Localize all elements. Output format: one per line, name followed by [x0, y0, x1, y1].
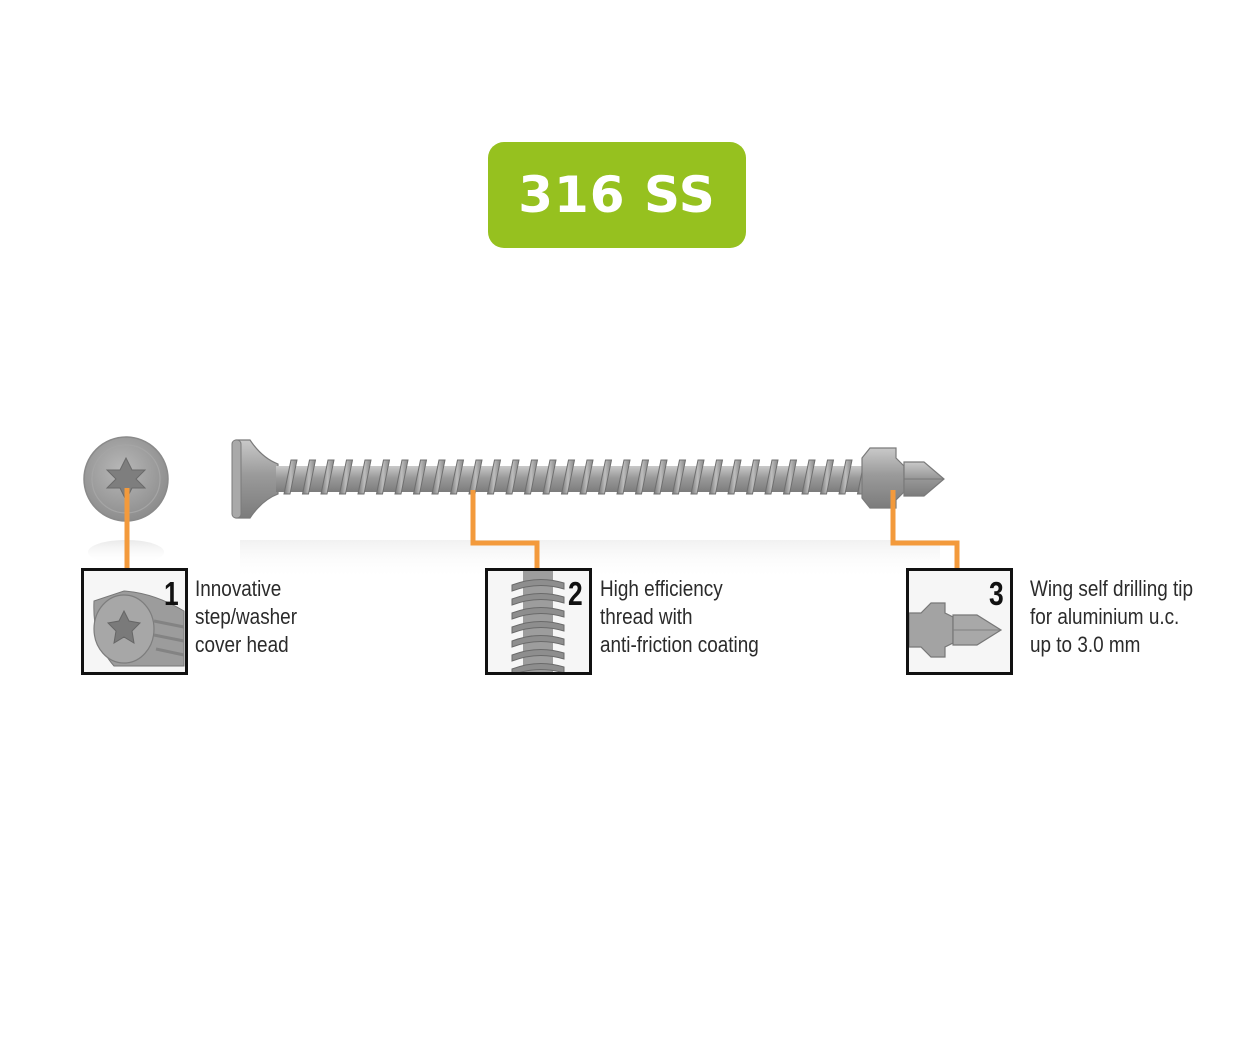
thread-detail-crest: [511, 579, 565, 592]
thread-detail-crest: [511, 607, 565, 620]
thread-crest: [671, 459, 687, 495]
thread-crest: [560, 459, 576, 495]
thread-crest: [838, 459, 853, 495]
thread-crest: [653, 459, 668, 495]
thread-detail-icon: [511, 571, 565, 672]
thread-detail-crest: [511, 663, 565, 672]
thread-crest: [394, 459, 409, 495]
drill-tip-icon: [909, 602, 1003, 658]
thread-crest: [819, 459, 835, 495]
material-badge-label: 316 SS: [518, 166, 716, 224]
thread-crest: [616, 459, 631, 495]
head-detail-icon: [93, 590, 185, 667]
thread-crest: [597, 459, 613, 495]
thread-crest: [801, 459, 816, 495]
detail-box-thread: 2: [485, 568, 592, 675]
feature-caption-1: Innovative step/washer cover head: [195, 575, 297, 659]
caption-line: for aluminium u.c.: [1030, 604, 1180, 629]
leader-line-3: [890, 490, 960, 590]
caption-line: up to 3.0 mm: [1030, 632, 1141, 657]
caption-line: anti-friction coating: [600, 632, 759, 657]
caption-line: Innovative: [195, 576, 282, 601]
thread-detail-crest: [511, 593, 565, 606]
thread-crest: [542, 459, 557, 495]
thread-crest: [486, 459, 502, 495]
detail-box-tip: 3: [906, 568, 1013, 675]
thread-crest: [727, 459, 742, 495]
detail-box-head: 1: [81, 568, 188, 675]
feature-number-1: 1: [164, 575, 179, 612]
material-badge: 316 SS: [488, 142, 746, 248]
feature-caption-3: Wing self drilling tip for aluminium u.c…: [1030, 575, 1193, 659]
thread-crest: [782, 459, 798, 495]
thread-crest: [320, 459, 335, 495]
thread-crest: [708, 459, 724, 495]
screw-icon: [231, 439, 945, 519]
thread-crest: [634, 459, 650, 495]
feature-number-2: 2: [568, 575, 583, 612]
caption-line: High efficiency: [600, 576, 723, 601]
thread-crest: [579, 459, 594, 495]
thread-crest: [412, 459, 428, 495]
thread-detail-crest: [511, 635, 565, 648]
thread-crest: [764, 459, 779, 495]
thread-crest: [745, 459, 761, 495]
thread-crest: [505, 459, 520, 495]
feature-number-3: 3: [989, 575, 1004, 612]
thread-crest: [523, 459, 539, 495]
thread-crest: [375, 459, 391, 495]
caption-line: thread with: [600, 604, 693, 629]
thread-crest: [690, 459, 705, 495]
thread-crest: [283, 459, 298, 495]
caption-line: cover head: [195, 632, 289, 657]
leader-line-2: [470, 490, 540, 588]
thread-crest: [338, 459, 354, 495]
thread-crest: [357, 459, 372, 495]
thread-detail-crest: [511, 649, 565, 662]
thread-crest: [449, 459, 465, 495]
thread-detail-crest: [511, 621, 565, 634]
feature-caption-2: High efficiency thread with anti-frictio…: [600, 575, 759, 659]
caption-line: Wing self drilling tip: [1030, 576, 1193, 601]
thread-crest: [301, 459, 317, 495]
thread-crest: [431, 459, 446, 495]
caption-line: step/washer: [195, 604, 298, 629]
